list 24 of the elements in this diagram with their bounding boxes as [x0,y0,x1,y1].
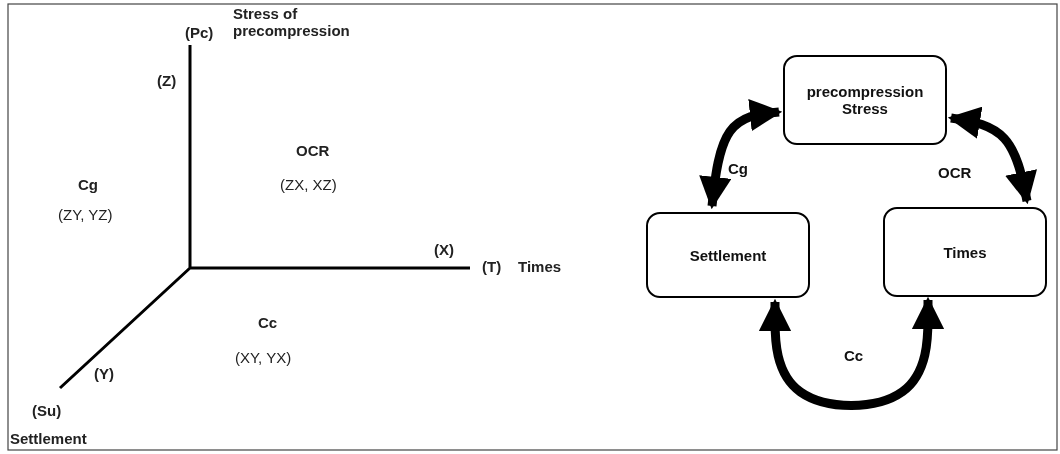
axis-label: OCR [296,142,330,159]
axis-label: (Y) [94,365,114,382]
axis-label: (Z) [157,72,177,89]
axis-label: (T) [482,258,502,275]
curved-arrow [947,106,1037,205]
axis-label: (ZY, YZ) [58,206,113,223]
axis-label: Cg [78,176,98,193]
curved-arrow [699,98,783,210]
axis-label: Stress of precompression [233,5,351,39]
axis-label: (Su) [32,402,62,419]
node-label: Times [943,243,987,261]
axis-label: (Pc) [185,24,214,41]
axis-label: Times [518,258,562,275]
node-label: precompression Stress [805,83,925,117]
curved-arrow [758,296,945,410]
rounded-box [883,207,1047,297]
axis-label: (ZX, XZ) [280,176,337,193]
axis-label: (X) [434,241,454,258]
axis-label: Cc [258,314,278,331]
node-label: Settlement [689,246,767,264]
rounded-box [783,55,947,145]
rounded-box [646,212,810,298]
axis-label: Settlement [10,430,87,447]
axis-label: (XY, YX) [235,349,292,366]
